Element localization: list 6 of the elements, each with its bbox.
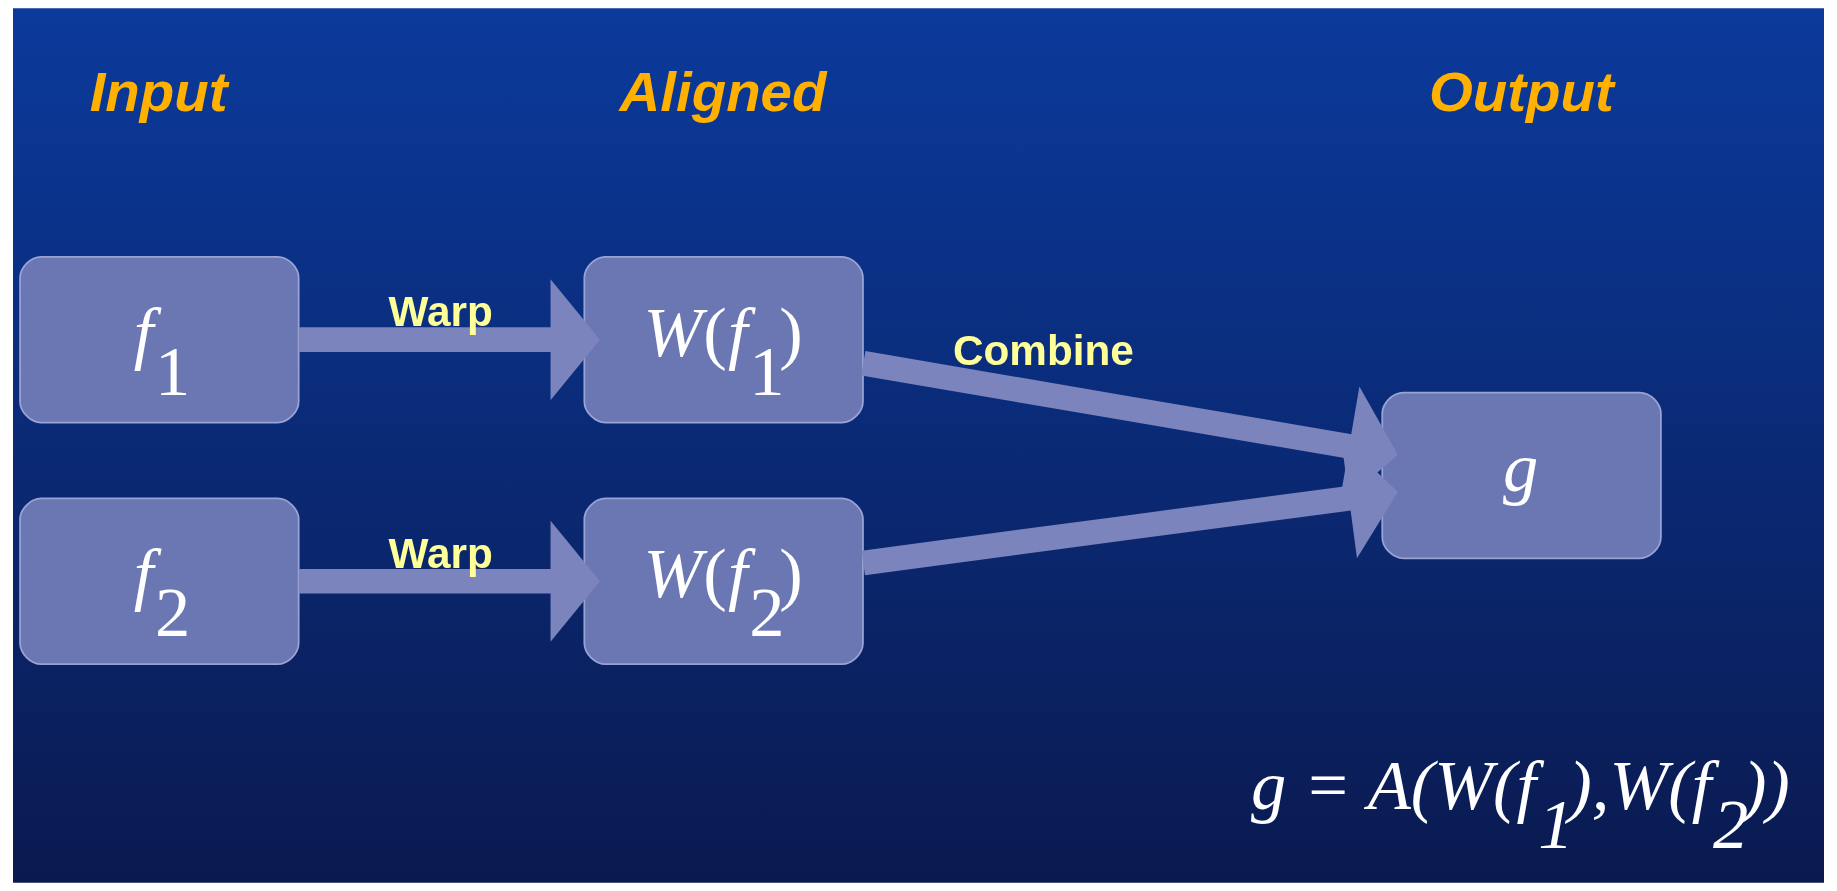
edge-label: Warp	[388, 529, 493, 577]
label: Input	[89, 59, 228, 123]
label: Output	[1429, 59, 1614, 123]
edge-label: Warp	[388, 287, 493, 335]
label: Aligned	[619, 59, 827, 123]
edge-label: Combine	[952, 326, 1134, 374]
